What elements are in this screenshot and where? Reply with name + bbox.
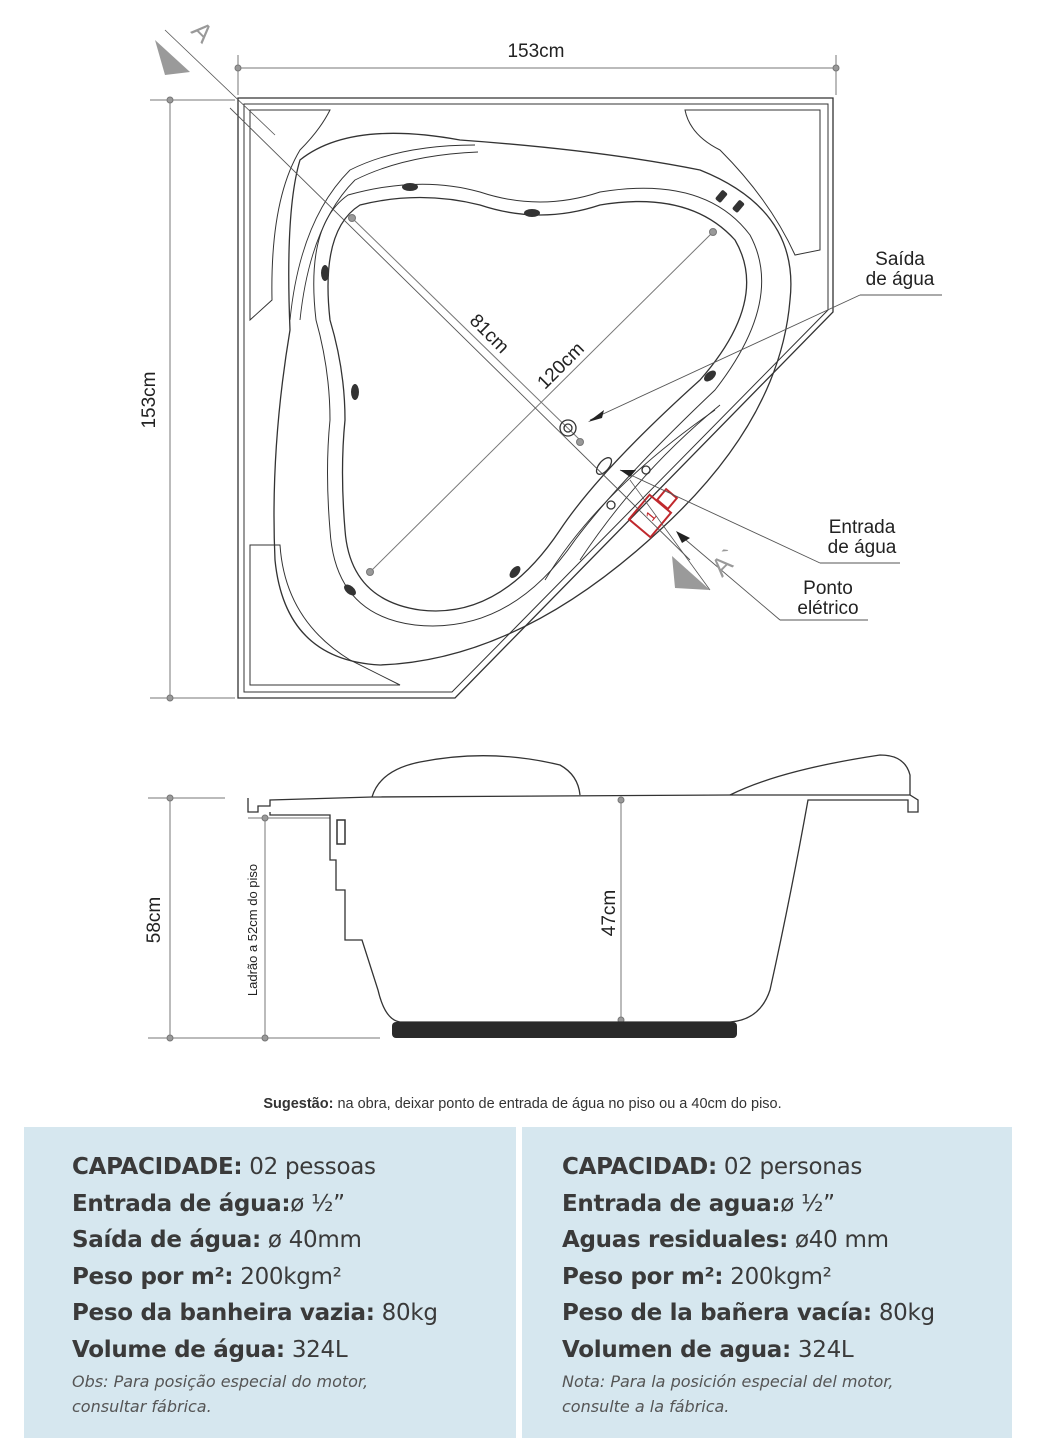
spec-value: ø ½”	[780, 1190, 835, 1217]
spec-key: Peso por m²:	[562, 1263, 724, 1290]
spec-key: Entrada de água:	[72, 1190, 291, 1217]
side-profile	[247, 794, 919, 1023]
specs-panel-es: CAPACIDAD: 02 personas Entrada de agua:ø…	[522, 1127, 1012, 1438]
spec-key: Peso por m²:	[72, 1263, 234, 1290]
ponto-label-2: elétrico	[797, 598, 858, 619]
overflow-label: Ladrão a 52cm do piso	[245, 864, 260, 996]
spec-row: Peso por m²: 200kgm²	[562, 1259, 1012, 1296]
width-dim-label: 153cm	[507, 41, 564, 62]
spec-value: 80kg	[374, 1300, 438, 1327]
obs-line: Obs: Para posição especial do motor,	[72, 1371, 369, 1391]
spec-row: Volume de água: 324L	[72, 1332, 516, 1369]
spec-value: 200kgm²	[233, 1263, 342, 1290]
spec-value: ø ½”	[290, 1190, 345, 1217]
obs-line: consulte a la fábrica.	[562, 1396, 730, 1416]
depth-label: 47cm	[599, 890, 620, 936]
spec-key: Volumen de agua:	[562, 1336, 791, 1363]
side-height-label: 58cm	[144, 897, 165, 943]
spec-key: Volume de água:	[72, 1336, 285, 1363]
spec-value: ø 40mm	[260, 1227, 362, 1254]
section-marker-a-prime	[672, 556, 710, 590]
spec-row: Volumen de agua: 324L	[562, 1332, 1012, 1369]
spec-value: 02 pessoas	[242, 1154, 376, 1180]
suggestion-bold: Sugestão:	[263, 1096, 334, 1112]
section-a-label: A	[186, 15, 220, 49]
technical-drawing: 153cm 153cm 81cm 120cm A A` 1 Saída de á…	[139, 15, 942, 1042]
tub-outline	[237, 97, 834, 699]
spec-value: 324L	[790, 1336, 854, 1363]
spec-row: Entrada de agua:ø ½”	[562, 1186, 1012, 1223]
spec-row: CAPACIDADE: 02 pessoas	[72, 1149, 516, 1186]
side-view	[148, 754, 919, 1042]
spec-row: Peso da banheira vazia: 80kg	[72, 1295, 516, 1332]
diagonals	[348, 214, 717, 576]
drain-icon	[559, 419, 577, 437]
jets	[321, 183, 745, 596]
spec-value: ø40 mm	[788, 1227, 889, 1254]
entrada-label-1: Entrada	[829, 517, 896, 538]
spec-key: Peso da banheira vazia:	[72, 1300, 375, 1327]
suggestion-note: Sugestão: na obra, deixar ponto de entra…	[0, 1096, 1045, 1112]
specs-panel-pt: CAPACIDADE: 02 pessoas Entrada de água:ø…	[24, 1127, 516, 1438]
spec-value: 80kg	[871, 1300, 935, 1327]
entrada-label-2: de água	[828, 537, 897, 558]
headrest-right	[729, 754, 911, 796]
spec-key: Saída de água:	[72, 1227, 261, 1254]
obs-line: consultar fábrica.	[72, 1396, 212, 1416]
motor-label: 1	[642, 508, 659, 524]
obs-line: Nota: Para la posición especial del moto…	[562, 1371, 894, 1391]
top-view	[150, 29, 942, 702]
diag-long-label: 120cm	[534, 339, 589, 394]
spec-key: CAPACIDADE:	[72, 1154, 243, 1180]
spec-row: Aguas residuales: ø40 mm	[562, 1222, 1012, 1259]
base	[392, 1022, 737, 1038]
section-a-prime-label: A`	[705, 543, 745, 583]
spec-key: CAPACIDAD:	[562, 1154, 717, 1180]
spec-key: Aguas residuales:	[562, 1227, 789, 1254]
height-dimension	[150, 96, 235, 702]
spec-value: 324L	[284, 1336, 348, 1363]
spec-row: CAPACIDAD: 02 personas	[562, 1149, 1012, 1186]
ponto-label-1: Ponto	[803, 578, 853, 599]
spec-value: 02 personas	[716, 1154, 863, 1180]
spec-key: Entrada de agua:	[562, 1190, 781, 1217]
section-marker-a	[155, 40, 190, 75]
spec-row: Saída de água: ø 40mm	[72, 1222, 516, 1259]
width-dimension	[234, 55, 840, 95]
spec-row: Peso de la bañera vacía: 80kg	[562, 1295, 1012, 1332]
headrest-left	[371, 755, 581, 798]
spec-value: 200kgm²	[723, 1263, 832, 1290]
spec-key: Peso de la bañera vacía:	[562, 1300, 872, 1327]
spec-row: Peso por m²: 200kgm²	[72, 1259, 516, 1296]
saida-label-2: de água	[866, 269, 935, 290]
saida-label-1: Saída	[875, 249, 925, 270]
leader-lines	[164, 29, 942, 621]
basin-floor	[327, 196, 748, 612]
spec-row: Entrada de água:ø ½”	[72, 1186, 516, 1223]
suggestion-text: na obra, deixar ponto de entrada de água…	[333, 1096, 782, 1112]
height-dim-label: 153cm	[139, 371, 160, 428]
